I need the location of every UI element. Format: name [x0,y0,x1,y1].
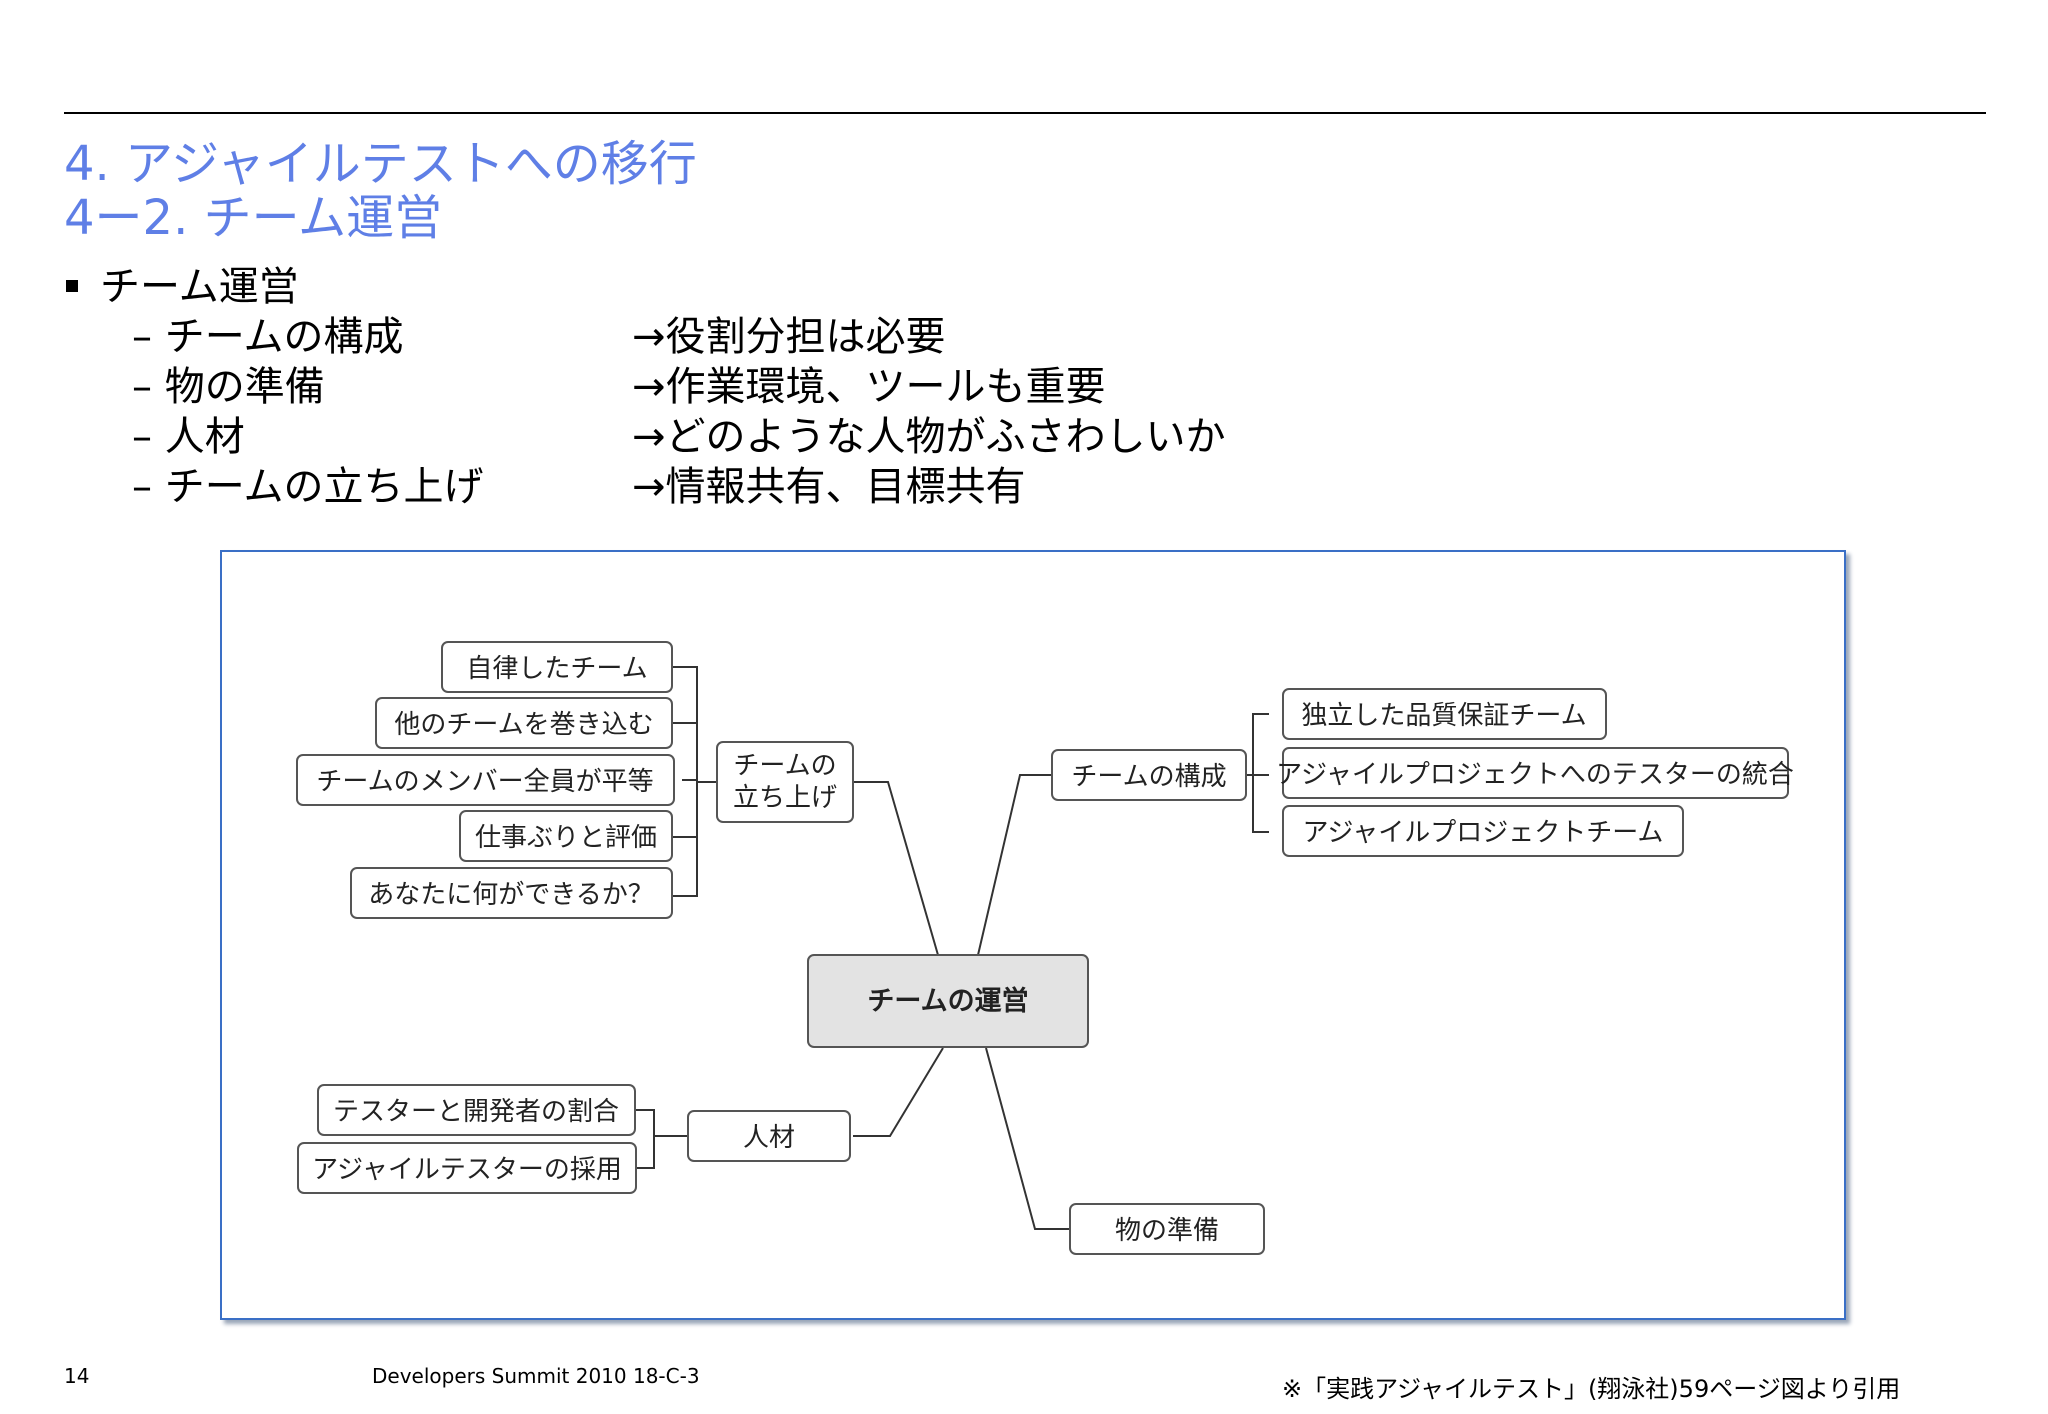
people-child-box [317,1084,636,1136]
people-node-label: 人材 [743,1123,795,1153]
structure-node-label: チームの構成 [1071,762,1226,792]
prep-node-label: 物の準備 [1115,1216,1219,1246]
item-right-team-structure: →役割分担は必要 [632,314,946,360]
structure-child-box [1282,747,1789,799]
bracket-structure [1246,713,1269,833]
structure-child-label: 独立した品質保証チーム [1301,701,1586,731]
header-rule [64,112,1986,114]
structure-child-box [1282,805,1684,857]
bullet-heading: チーム運営 [100,264,299,310]
structure-child-label: アジャイルプロジェクトへのテスターの統合 [1276,760,1794,790]
bullet-square-icon [66,280,78,292]
item-left-people: – 人材 [132,414,245,460]
startup-node-label-1: チームの [733,751,836,781]
bracket-startup [672,666,698,897]
people-child-box [297,1142,637,1194]
startup-child-box [296,754,675,806]
page-number: 14 [64,1364,90,1388]
startup-child-label: あなたに何ができるか？ [368,880,653,910]
people-child-label: テスターと開発者の割合 [333,1097,619,1127]
item-left-team-structure: – チームの構成 [132,314,404,360]
bracket-startup-ticks [672,722,717,838]
item-left-startup: – チームの立ち上げ [132,464,484,510]
structure-node-box [1051,749,1247,801]
startup-node-box [716,741,854,823]
item-right-startup: →情報共有、目標共有 [632,464,1026,510]
startup-child-box [441,641,673,693]
item-right-preparation: →作業環境、ツールも重要 [632,364,1106,410]
structure-child-label: アジャイルプロジェクトチーム [1303,818,1664,848]
startup-child-box [459,810,673,862]
connector-center-prep [985,1047,1070,1230]
prep-node-box [1069,1203,1265,1255]
people-child-label: アジャイルテスターの採用 [312,1155,622,1185]
startup-child-label: 他のチームを巻き込む [394,710,653,740]
connector-center-structure [977,774,1052,956]
bracket-people [635,1109,688,1169]
startup-child-label: チームのメンバー全員が平等 [316,767,653,797]
event-label: Developers Summit 2010 18-C-3 [372,1364,700,1388]
slide-title: 4. アジャイルテストへの移行 [64,136,697,192]
item-left-preparation: – 物の準備 [132,364,325,410]
connector-center-startup [854,781,939,956]
startup-child-label: 仕事ぶりと評価 [475,823,657,853]
center-node-box [807,954,1089,1048]
startup-child-box [375,697,673,749]
startup-child-box [350,867,673,919]
startup-node-label-2: 立ち上げ [733,783,837,813]
people-node-box [687,1110,851,1162]
item-right-people: →どのような人物がふさわしいか [632,414,1226,460]
connector-center-people [853,1047,944,1137]
center-node-label: チームの運営 [867,985,1028,1017]
slide-subtitle: 4ー2. チーム運営 [64,190,443,246]
citation-note: ※「実践アジャイルテスト」(翔泳社)59ページ図より引用 [1282,1375,1901,1403]
structure-child-box [1282,688,1607,740]
startup-child-label: 自律したチーム [466,654,647,684]
